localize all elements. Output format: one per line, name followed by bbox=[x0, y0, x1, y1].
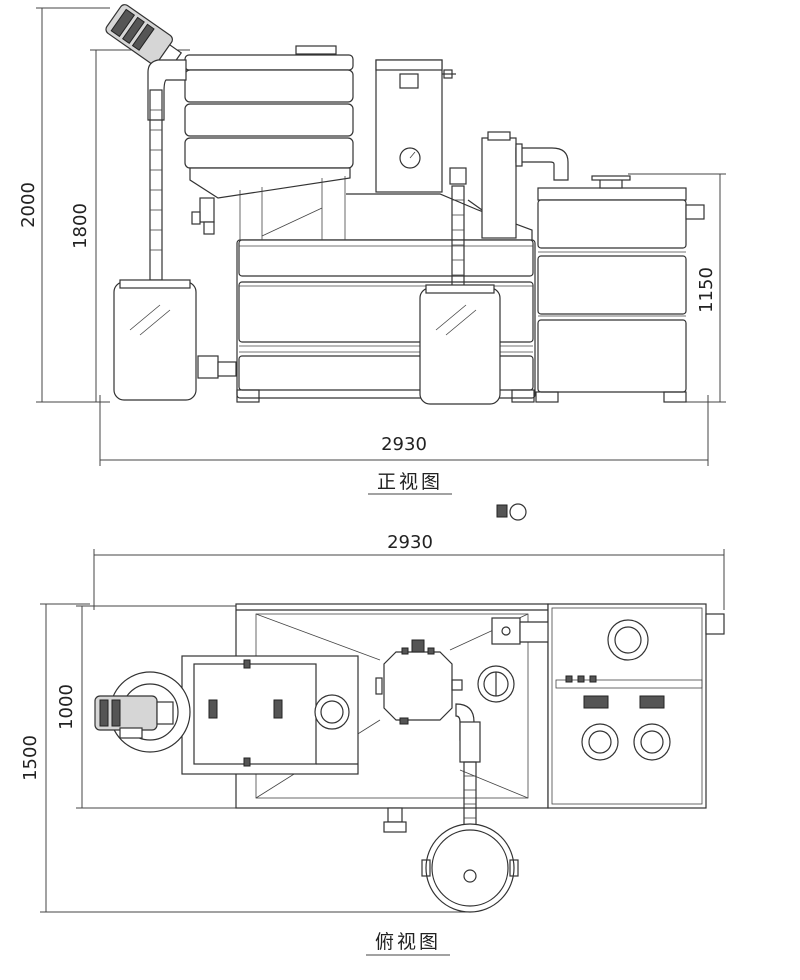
hopper-tank bbox=[184, 45, 354, 240]
motor bbox=[105, 4, 183, 69]
dimension-2930-front: 2930 bbox=[99, 395, 709, 466]
top-view: 2930 1000 1500 bbox=[20, 532, 725, 956]
feed-pipe-left bbox=[147, 59, 187, 281]
top-flex-pipe bbox=[455, 703, 481, 835]
front-view-caption: 正视图 bbox=[368, 471, 452, 495]
dimension-2930-top: 2930 bbox=[93, 532, 725, 610]
dimension-1150: 1150 bbox=[628, 173, 726, 403]
dim-label-2000: 2000 bbox=[18, 182, 39, 228]
top-hopper bbox=[181, 655, 359, 775]
front-view: 2000 1800 1150 2930 bbox=[18, 4, 726, 495]
dimension-2000: 2000 bbox=[18, 7, 110, 403]
top-chamber bbox=[375, 639, 463, 725]
view-symbol bbox=[496, 503, 527, 521]
right-box bbox=[535, 175, 705, 403]
top-round-port bbox=[477, 665, 515, 703]
control-cabinet bbox=[346, 59, 533, 240]
middle-barrel bbox=[419, 284, 501, 405]
top-view-caption-text: 俯视图 bbox=[375, 931, 441, 953]
dimension-1500: 1500 bbox=[20, 603, 470, 913]
dim-label-1000: 1000 bbox=[56, 684, 77, 730]
pump-assembly bbox=[467, 131, 569, 239]
dim-label-1800: 1800 bbox=[70, 203, 91, 249]
top-drain-valve bbox=[383, 807, 407, 833]
top-motor bbox=[94, 671, 191, 753]
top-view-caption: 俯视图 bbox=[366, 931, 450, 956]
front-view-caption-text: 正视图 bbox=[377, 471, 443, 493]
top-right-box bbox=[547, 603, 725, 809]
dimension-1000: 1000 bbox=[56, 605, 236, 809]
dim-label-1500: 1500 bbox=[20, 735, 41, 781]
dim-label-1150: 1150 bbox=[696, 267, 717, 313]
dim-label-2930-front: 2930 bbox=[381, 434, 427, 455]
dim-label-2930-top: 2930 bbox=[387, 532, 433, 553]
left-barrel bbox=[113, 279, 237, 401]
top-barrel bbox=[421, 823, 519, 913]
